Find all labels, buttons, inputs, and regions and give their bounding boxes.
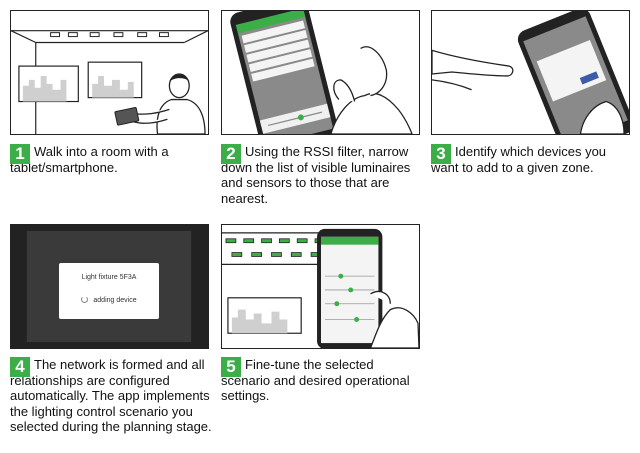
step-number-badge: 1 xyxy=(10,144,30,164)
illustration-walk-into-room xyxy=(10,10,209,135)
dialog-status-text: adding device xyxy=(93,297,137,304)
step-number-badge: 5 xyxy=(221,357,241,377)
spinner-icon xyxy=(81,296,89,303)
step-text: Fine-tune the selected scenario and desi… xyxy=(221,357,410,403)
dialog-status: adding device xyxy=(59,296,159,304)
dialog-title: Light fixture 5F3A xyxy=(81,274,137,281)
step-text: Walk into a room with a tablet/smartphon… xyxy=(10,144,169,175)
step-text: Using the RSSI filter, narrow down the l… xyxy=(221,144,411,206)
step-number-badge: 4 xyxy=(10,357,30,377)
step-number-badge: 2 xyxy=(221,144,241,164)
illustration-fine-tune-settings xyxy=(221,224,420,349)
illustration-identify-devices xyxy=(431,10,630,135)
adding-device-dialog: Light fixture 5F3A adding device xyxy=(59,263,159,319)
step-text: Identify which devices you want to add t… xyxy=(431,144,607,175)
illustration-rssi-filter xyxy=(221,10,420,135)
step-text: The network is formed and all relationsh… xyxy=(10,357,212,434)
step-number-badge: 3 xyxy=(431,144,451,164)
illustration-network-formed: Light fixture 5F3A adding device xyxy=(10,224,209,349)
